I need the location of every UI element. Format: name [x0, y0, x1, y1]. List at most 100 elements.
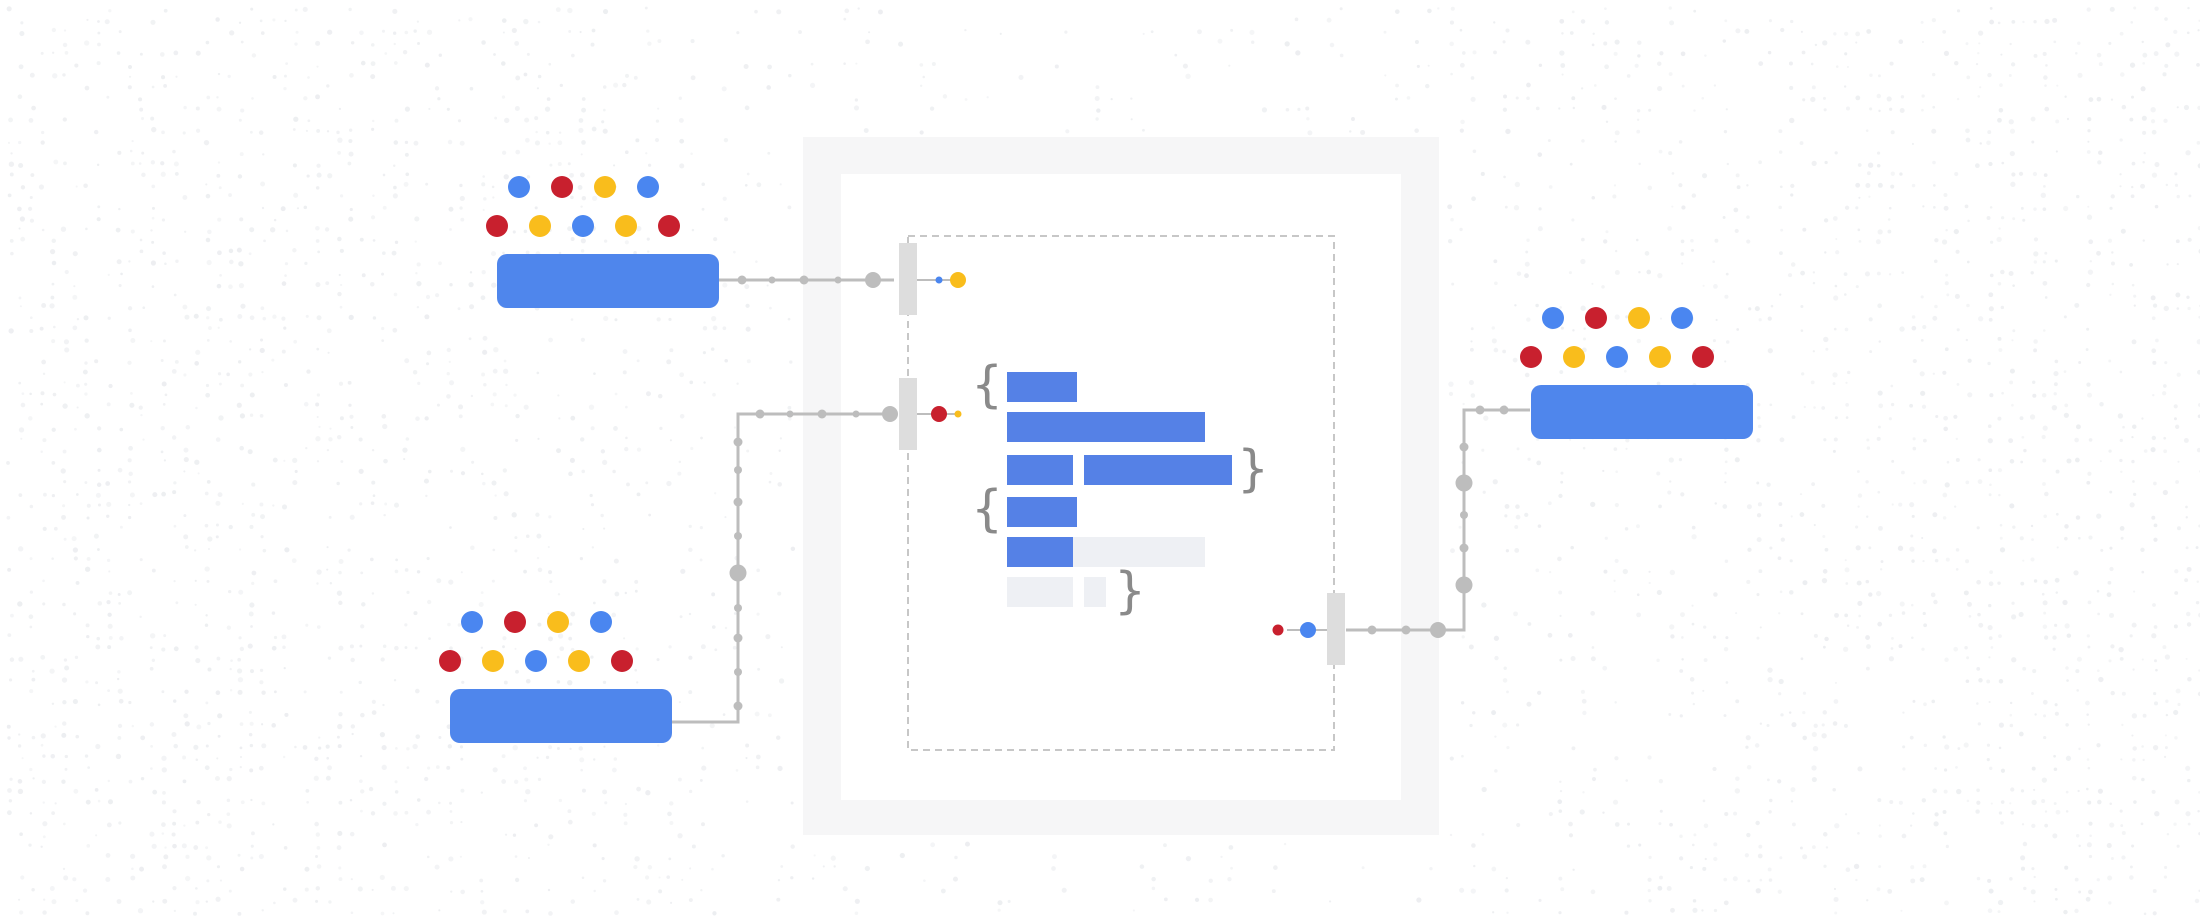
texture-dot: [2129, 262, 2133, 267]
texture-dot: [1349, 130, 1352, 133]
texture-dot: [1726, 162, 1730, 166]
texture-dot: [216, 865, 221, 869]
texture-dot: [2064, 403, 2069, 408]
texture-dot: [75, 734, 80, 739]
texture-dot: [1789, 117, 1795, 124]
texture-dot: [492, 548, 496, 552]
texture-dot: [1778, 205, 1782, 210]
texture-dot: [1911, 559, 1915, 563]
texture-dot: [205, 614, 208, 617]
texture-dot: [1625, 315, 1629, 319]
texture-dot: [1061, 887, 1067, 893]
texture-dot: [1527, 622, 1532, 626]
texture-dot: [62, 721, 67, 726]
texture-dot: [415, 272, 418, 275]
texture-dot: [294, 469, 298, 474]
texture-dot: [1558, 876, 1563, 881]
texture-dot: [1571, 10, 1575, 14]
texture-dot: [1151, 876, 1156, 882]
texture-dot: [689, 789, 693, 794]
texture-dot: [307, 76, 310, 79]
texture-dot: [118, 283, 122, 288]
texture-dot: [1875, 239, 1881, 245]
texture-dot: [1472, 50, 1477, 55]
texture-dot: [315, 886, 321, 891]
texture-dot: [215, 535, 219, 539]
texture-dot: [1810, 380, 1815, 385]
node-dot: [637, 176, 659, 198]
texture-dot: [1922, 205, 1925, 208]
texture-dot: [1502, 107, 1508, 112]
texture-dot: [548, 911, 553, 916]
texture-dot: [42, 526, 47, 531]
texture-dot: [1360, 129, 1366, 135]
texture-dot: [666, 480, 672, 487]
texture-dot: [558, 798, 563, 803]
texture-dot: [581, 97, 586, 101]
texture-dot: [567, 809, 572, 814]
texture-dot: [40, 391, 45, 396]
texture-dot: [1746, 239, 1751, 244]
texture-dot: [1581, 237, 1585, 242]
texture-dot: [460, 757, 464, 761]
texture-dot: [511, 512, 517, 518]
texture-dot: [1823, 336, 1829, 343]
brace-open-icon: {: [971, 480, 1003, 538]
texture-dot: [722, 196, 727, 201]
texture-dot: [569, 747, 572, 750]
texture-dot: [292, 163, 297, 168]
texture-dot: [29, 812, 33, 815]
texture-dot: [217, 492, 223, 498]
texture-dot: [162, 251, 166, 255]
texture-dot: [1703, 823, 1709, 829]
texture-dot: [2054, 259, 2058, 263]
texture-dot: [94, 788, 99, 792]
texture-dot: [745, 757, 748, 760]
texture-dot: [164, 393, 168, 397]
texture-dot: [17, 140, 22, 145]
texture-dot: [2109, 490, 2113, 494]
texture-dot: [1858, 196, 1861, 199]
texture-dot: [1911, 315, 1916, 319]
texture-dot: [239, 722, 244, 726]
texture-dot: [325, 281, 330, 286]
texture-dot: [468, 17, 473, 22]
texture-dot: [127, 515, 132, 520]
texture-dot: [1910, 878, 1916, 884]
texture-dot: [1614, 97, 1617, 101]
texture-dot: [1648, 855, 1652, 859]
texture-dot: [75, 493, 79, 496]
texture-dot: [1865, 480, 1869, 484]
texture-dot: [1999, 547, 2006, 553]
texture-dot: [1866, 446, 1871, 450]
texture-dot: [1956, 328, 1960, 332]
texture-dot: [1821, 503, 1826, 508]
texture-dot: [336, 130, 340, 135]
texture-dot: [591, 126, 597, 132]
texture-dot: [523, 18, 529, 25]
texture-dot: [117, 467, 123, 473]
node-dot: [547, 611, 569, 633]
texture-dot: [2077, 789, 2080, 793]
texture-dot: [668, 317, 672, 322]
texture-dot: [2042, 458, 2047, 463]
texture-dot: [449, 228, 452, 231]
texture-dot: [534, 206, 538, 210]
texture-dot: [272, 504, 275, 507]
texture-dot: [537, 74, 542, 79]
texture-dot: [1942, 492, 1948, 498]
connector-bead: [1430, 622, 1446, 638]
texture-dot: [1944, 744, 1950, 750]
texture-dot: [1503, 175, 1506, 179]
texture-dot: [1978, 42, 1981, 45]
texture-dot: [2078, 747, 2081, 751]
texture-dot: [2130, 21, 2134, 24]
texture-dot: [2131, 435, 2134, 439]
texture-dot: [1898, 39, 1904, 45]
texture-dot: [2043, 735, 2047, 740]
texture-dot: [1847, 370, 1851, 375]
texture-dot: [2109, 802, 2112, 806]
texture-dot: [226, 798, 231, 803]
texture-dot: [1657, 273, 1663, 279]
texture-dot: [2099, 460, 2102, 463]
